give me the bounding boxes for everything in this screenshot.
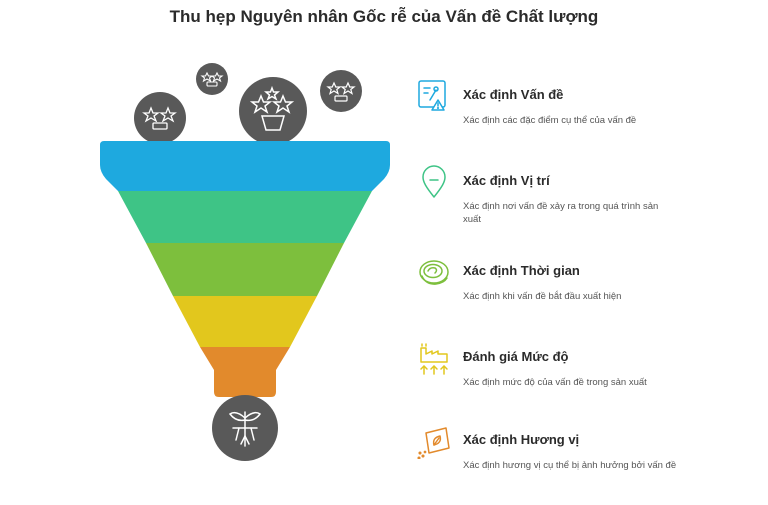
step-label: Xác định Thời gian — [463, 263, 580, 278]
step-description: Xác định hương vị cụ thể bị ảnh hưởng bở… — [463, 460, 677, 471]
time-spiral-icon — [419, 260, 449, 285]
star-cluster-icon — [320, 70, 362, 112]
step-label: Xác định Hương vị — [463, 432, 580, 447]
star-cluster-icon — [196, 63, 228, 95]
factory-icon — [420, 343, 448, 375]
funnel-layer-1 — [100, 141, 390, 191]
diagram-title: Thu hẹp Nguyên nhân Gốc rễ của Vấn đề Ch… — [169, 7, 599, 26]
problem-icon — [418, 80, 446, 111]
step-description: Xác định mức độ của vấn đề trong sản xuấ… — [463, 377, 647, 388]
funnel-layer-5 — [200, 347, 290, 397]
root-sprout-icon — [212, 395, 278, 461]
flavor-icon — [417, 427, 450, 459]
star-cluster-icon — [134, 92, 186, 144]
step-description: Xác định các đặc điểm cụ thể của vấn đề — [463, 115, 637, 126]
funnel-layer-3 — [146, 243, 344, 296]
step-description: Xác định khi vấn đề bắt đầu xuất hiện — [463, 291, 622, 302]
star-cluster-icon — [239, 77, 307, 145]
step-label: Xác định Vị trí — [463, 173, 550, 188]
step-label: Đánh giá Mức độ — [463, 349, 569, 364]
step-description: Xác định nơi vấn đề xảy ra trong quá trì… — [463, 201, 659, 225]
location-pin-icon — [422, 165, 446, 198]
funnel-layer-4 — [173, 296, 317, 347]
step-label: Xác định Vấn đề — [463, 87, 564, 102]
funnel-layer-2 — [118, 191, 372, 243]
